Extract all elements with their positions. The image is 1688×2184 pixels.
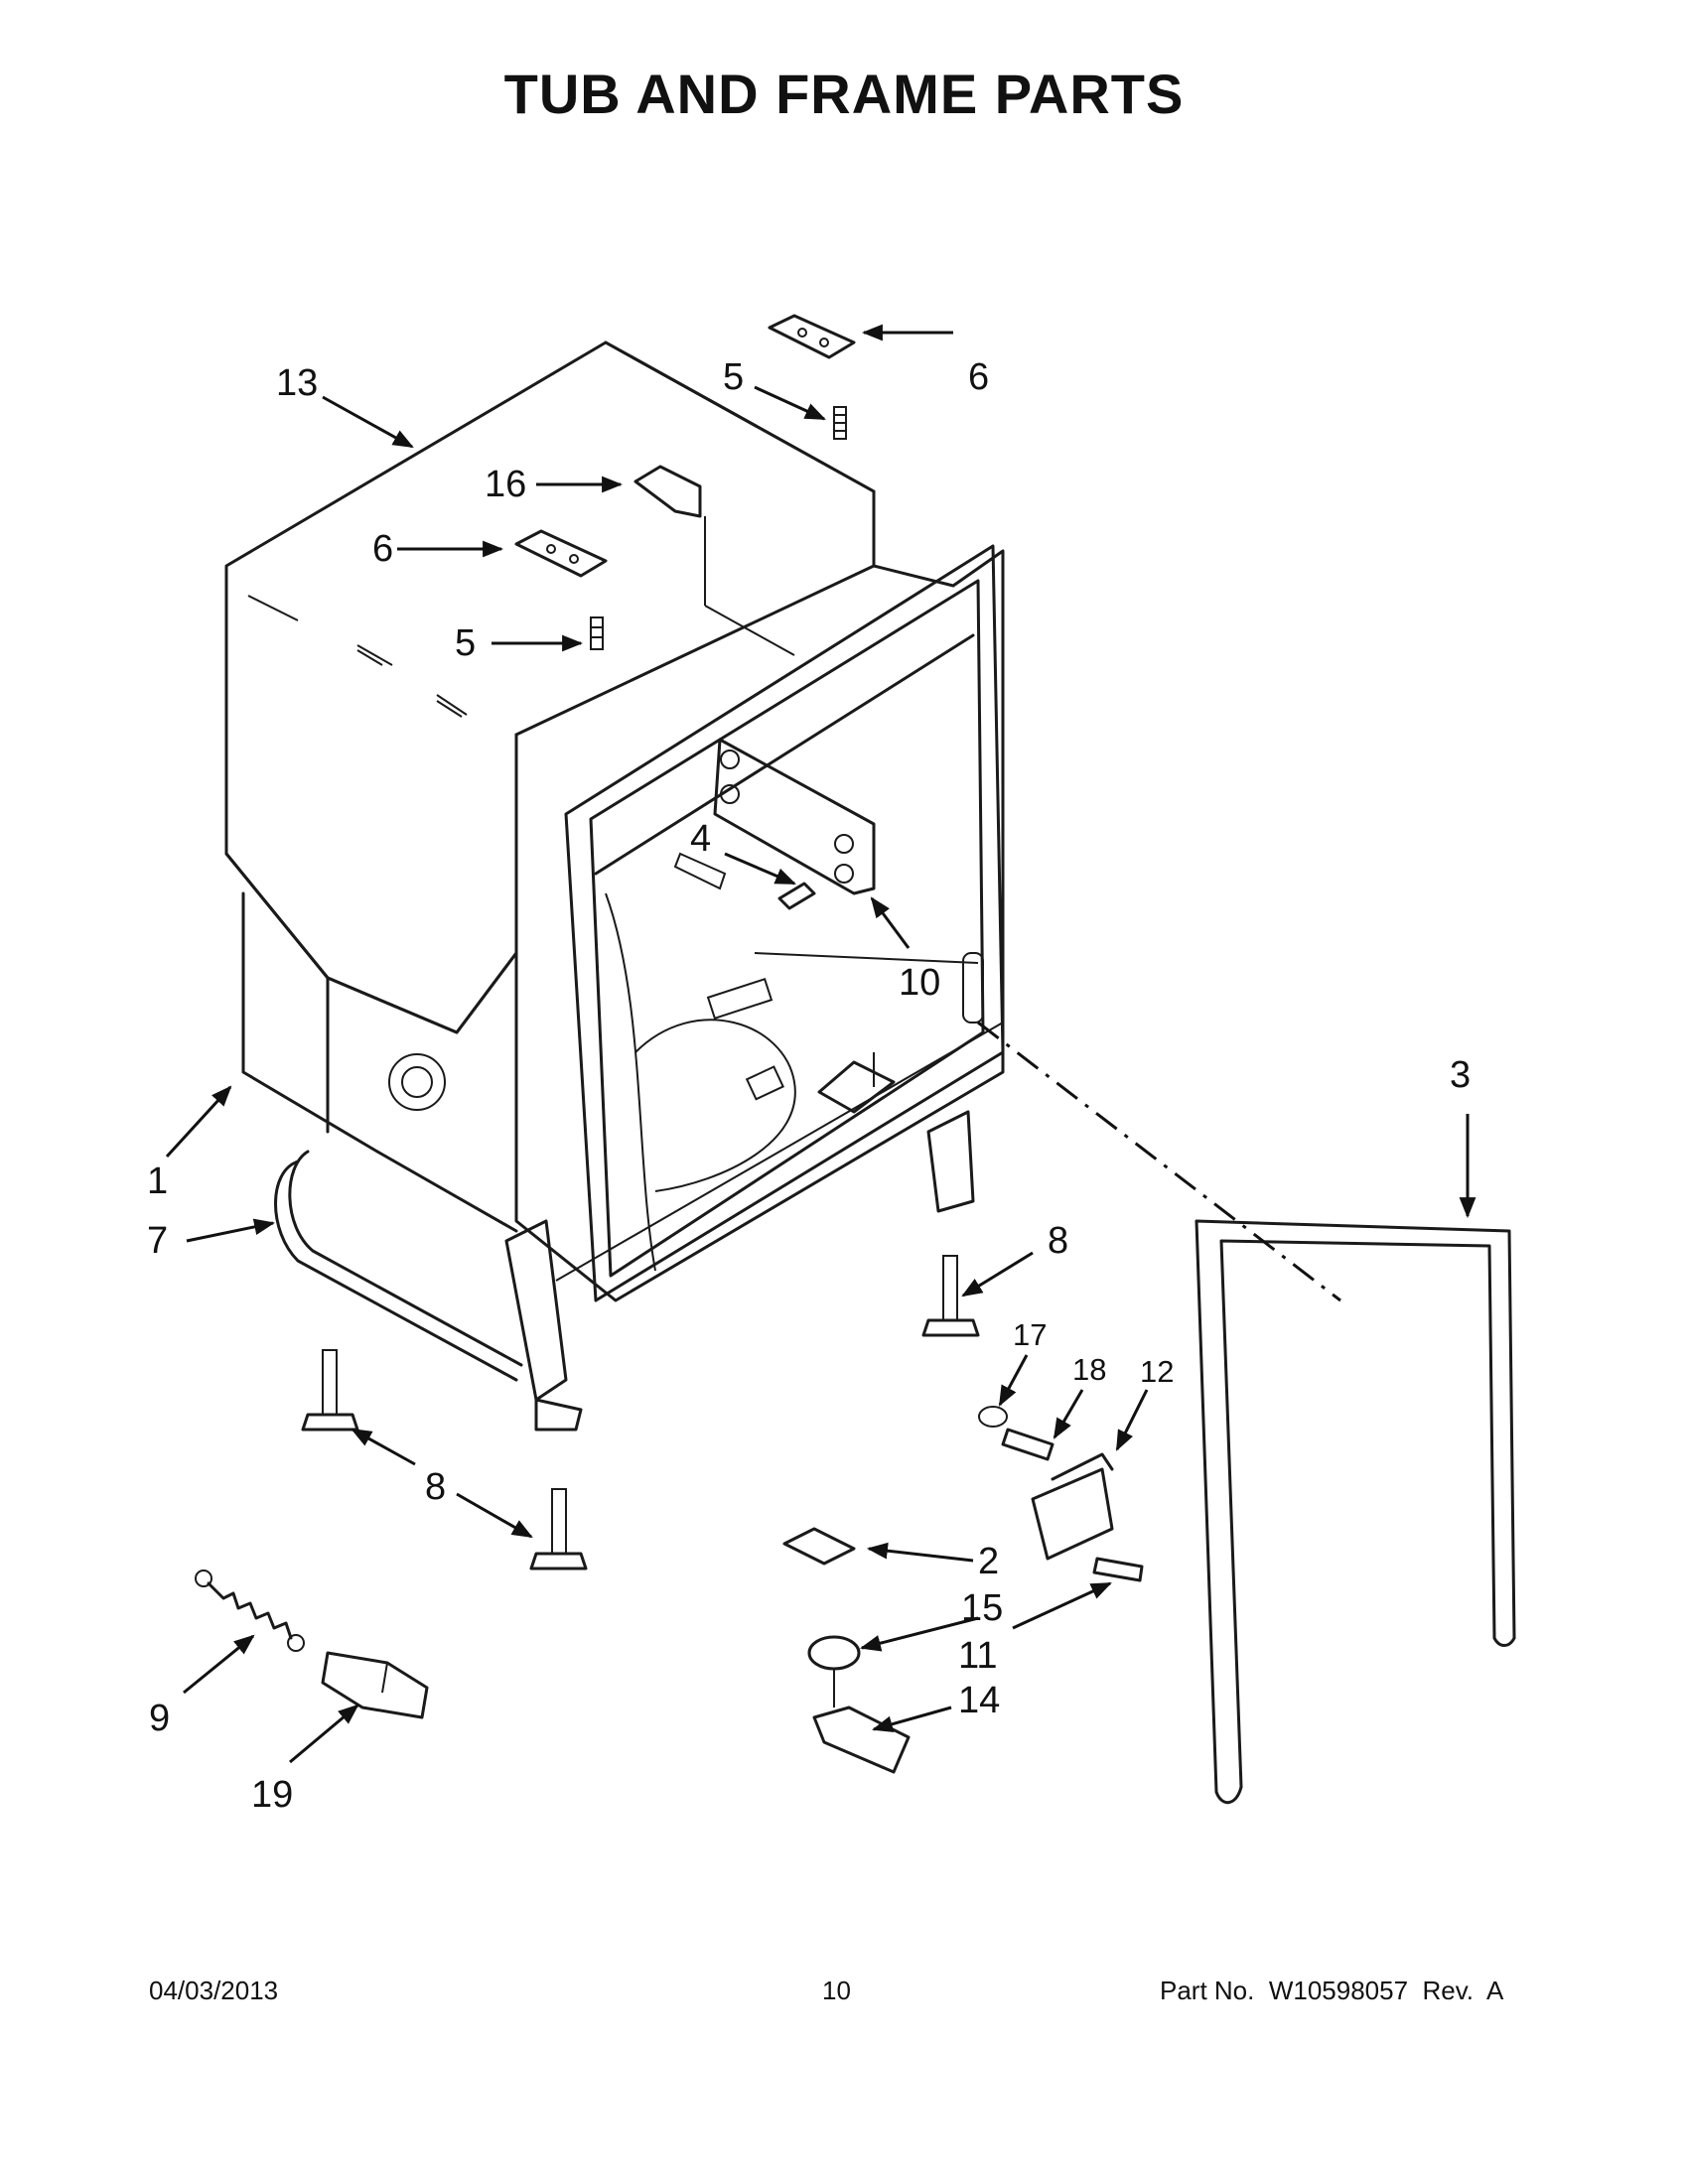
callout-18: 18: [1072, 1352, 1106, 1387]
callout-6-top: 6: [968, 356, 989, 398]
sensor-15: [807, 1635, 861, 1707]
callout-7: 7: [147, 1220, 168, 1262]
clip-16: [633, 465, 795, 656]
callout-5-mid: 5: [455, 622, 476, 664]
callout-19: 19: [251, 1774, 293, 1816]
callout-1: 1: [147, 1160, 168, 1202]
bracket-12: [1031, 1452, 1114, 1561]
callout-9: 9: [149, 1698, 170, 1739]
hinge-plate-mid: [514, 529, 608, 578]
door-gasket-3: [1195, 1219, 1516, 1805]
callout-2: 2: [978, 1541, 999, 1582]
callout-12: 12: [1140, 1354, 1174, 1389]
tub-shell: [224, 341, 1005, 1302]
callout-6-mid: 6: [372, 528, 393, 570]
callout-11: 11: [958, 1635, 997, 1677]
screw-top: [833, 406, 847, 440]
callout-3: 3: [1450, 1054, 1471, 1096]
bracket-10: [713, 738, 876, 895]
tub-front-frame: [564, 544, 1005, 1302]
callout-5-top: 5: [723, 356, 744, 398]
hinge-plate-top: [768, 314, 856, 359]
callout-16: 16: [485, 464, 526, 505]
assembly-line: [977, 1021, 1341, 1302]
callout-8-right: 8: [1048, 1220, 1068, 1262]
screw-11: [1092, 1557, 1144, 1582]
hinge-bracket-left: [274, 1053, 583, 1432]
leveling-leg-left-2: [529, 1488, 588, 1570]
callout-17: 17: [1013, 1317, 1047, 1352]
screw-18: [1001, 1428, 1055, 1461]
callout-8-left: 8: [425, 1466, 446, 1508]
spring-9: [195, 1570, 305, 1652]
washer-17: [978, 1406, 1008, 1428]
hinge-bracket-right: [926, 1110, 975, 1213]
callout-4: 4: [690, 818, 711, 860]
screw-mid: [590, 616, 604, 650]
footer-page-number: 10: [822, 1976, 851, 2005]
footer-part-number: Part No. W10598057 Rev. A: [1160, 1976, 1504, 2005]
leveling-leg-right: [921, 1255, 980, 1337]
page-title: TUB AND FRAME PARTS: [503, 63, 1185, 125]
pad-2: [782, 1527, 856, 1566]
pad-19: [321, 1651, 429, 1719]
screw-4: [673, 852, 816, 910]
callout-10: 10: [899, 962, 940, 1004]
footer-date: 04/03/2013: [149, 1976, 279, 2005]
leveling-leg-left-1: [301, 1349, 359, 1432]
callout-13: 13: [276, 362, 318, 404]
callout-15: 15: [961, 1587, 1003, 1629]
callout-14: 14: [958, 1680, 1000, 1721]
leader-lines: [165, 324, 1477, 1764]
bracket-14: [812, 1706, 911, 1774]
callout-labels: 13 5 6 16 6 5 4 10 1 7 3 8 17 18 12 8 2 …: [147, 356, 1471, 1816]
